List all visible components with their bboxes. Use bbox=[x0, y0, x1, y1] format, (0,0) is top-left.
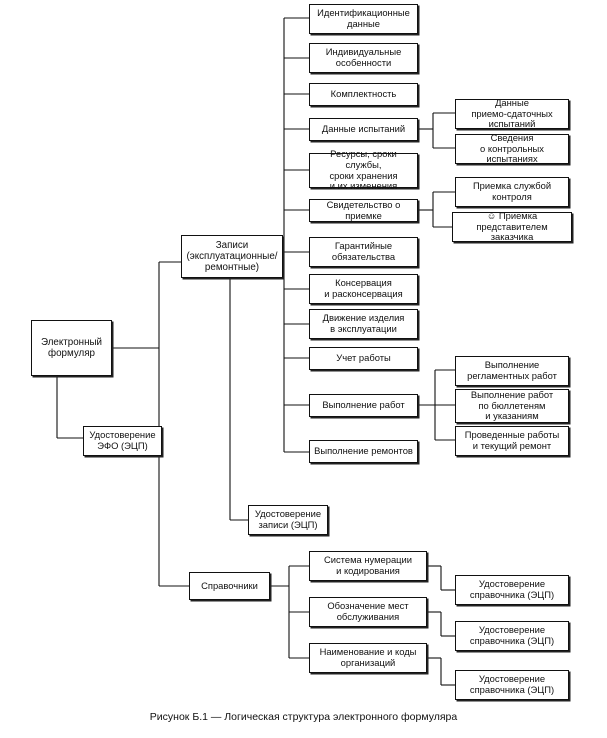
node-identification: Идентификационные данные bbox=[309, 4, 418, 34]
node-done-works: Проведенные работы и текущий ремонт bbox=[455, 426, 569, 456]
node-orgs-sign: Удостоверение справочника (ЭЦП) bbox=[455, 670, 569, 700]
node-root: Электронный формуляр bbox=[31, 320, 112, 376]
node-work-accounting: Учет работы bbox=[309, 347, 418, 370]
node-resources: Ресурсы, сроки службы, сроки хранения и … bbox=[309, 148, 418, 191]
node-acceptance-tests: Данные приемо-сдаточных испытаний bbox=[455, 97, 569, 129]
node-records: Записи (эксплуатационные/ ремонтные) bbox=[181, 235, 283, 278]
node-test-data: Данные испытаний bbox=[309, 118, 418, 141]
figure-caption: Рисунок Б.1 — Логическая структура элект… bbox=[149, 711, 458, 723]
node-numbering-sign: Удостоверение справочника (ЭЦП) bbox=[455, 575, 569, 605]
node-numbering-system: Система нумерации и кодирования bbox=[309, 551, 427, 581]
node-control-acceptance: Приемка службой контроля bbox=[455, 177, 569, 207]
node-movement: Движение изделия в эксплуатации bbox=[309, 309, 418, 339]
node-customer-acceptance: ☺ Приемка представителем заказчика bbox=[452, 210, 572, 242]
node-work-execution: Выполнение работ bbox=[309, 394, 418, 417]
node-records-sign: Удостоверение записи (ЭЦП) bbox=[248, 505, 328, 535]
node-warranty: Гарантийные обязательства bbox=[309, 237, 418, 267]
node-repairs: Выполнение ремонтов bbox=[309, 440, 418, 463]
node-places-sign: Удостоверение справочника (ЭЦП) bbox=[455, 621, 569, 651]
node-bulletin-works: Выполнение работ по бюллетеням и указани… bbox=[455, 389, 569, 423]
node-control-tests: Сведения о контрольных испытаниях bbox=[455, 132, 569, 164]
node-completeness: Комплектность bbox=[309, 83, 418, 106]
node-conservation: Консервация и расконсервация bbox=[309, 274, 418, 304]
node-references: Справочники bbox=[189, 572, 270, 600]
node-efo-sign: Удостоверение ЭФО (ЭЦП) bbox=[83, 426, 162, 456]
node-service-places: Обозначение мест обслуживания bbox=[309, 597, 427, 627]
node-organizations: Наименование и коды организаций bbox=[309, 643, 427, 673]
node-acceptance-cert: Свидетельство о приемке bbox=[309, 199, 418, 222]
node-scheduled-works: Выполнение регламентных работ bbox=[455, 356, 569, 386]
node-individual: Индивидуальные особенности bbox=[309, 43, 418, 73]
